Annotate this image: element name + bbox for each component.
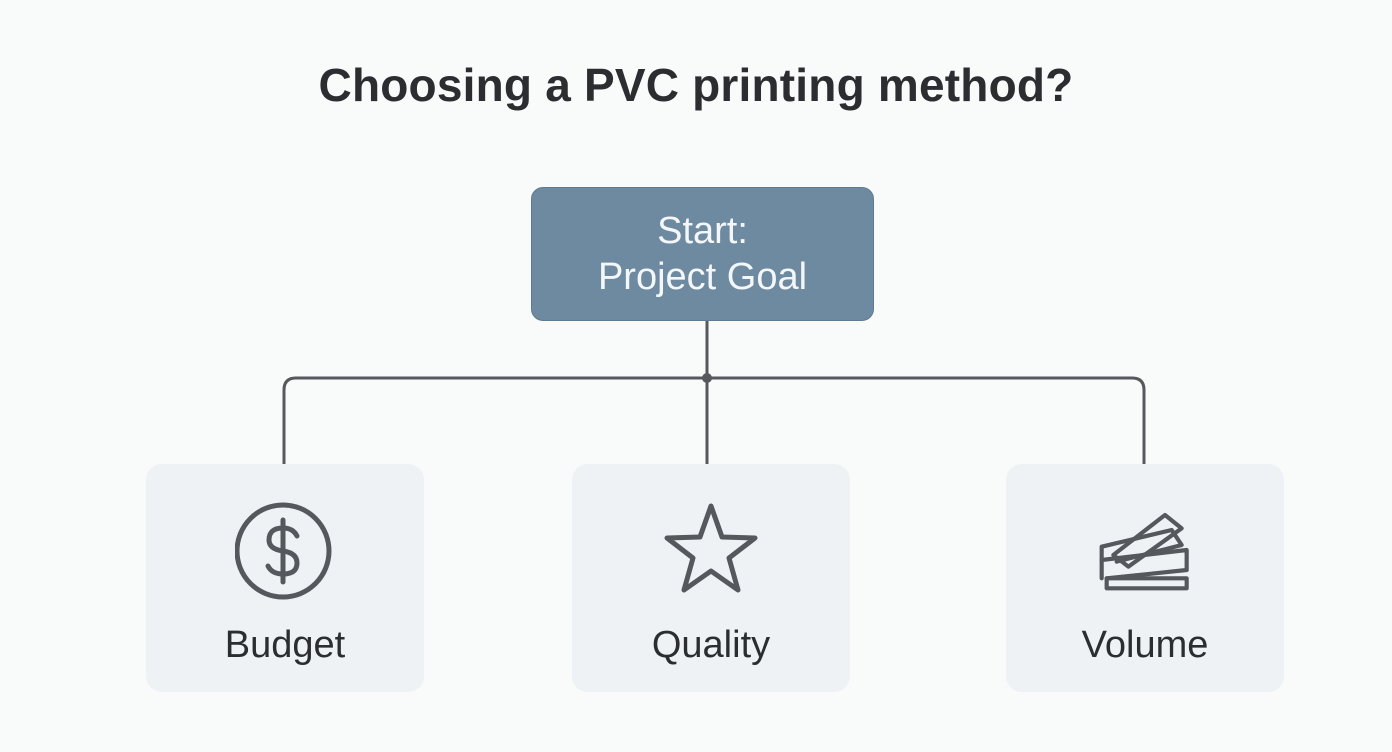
option-label-quality: Quality	[651, 624, 771, 666]
star-icon	[664, 503, 758, 593]
dollar-coin-icon	[235, 502, 332, 600]
option-card-volume: Volume	[1006, 464, 1284, 692]
option-label-volume: Volume	[1081, 624, 1209, 666]
option-label-budget: Budget	[224, 624, 346, 666]
start-node-line1: Start:	[657, 210, 748, 252]
stacked-cards-icon	[1099, 512, 1189, 591]
start-node: Start: Project Goal	[531, 187, 874, 321]
connector-branch-left	[282, 376, 709, 466]
connector-junction	[702, 373, 712, 383]
connector-branch-right	[705, 376, 1146, 466]
option-card-budget: Budget	[146, 464, 424, 692]
diagram-title: Choosing a PVC printing method?	[318, 59, 1074, 111]
option-card-quality: Quality	[572, 464, 850, 692]
start-node-line2: Project Goal	[597, 256, 808, 298]
